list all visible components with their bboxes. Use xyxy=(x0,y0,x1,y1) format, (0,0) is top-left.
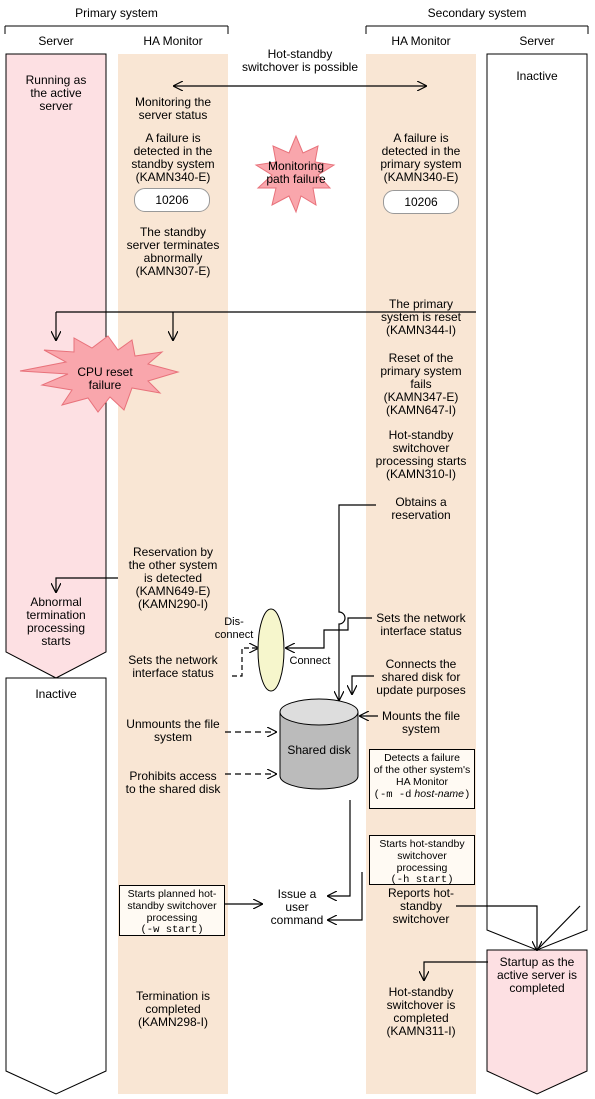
connect-label: Connect xyxy=(289,655,331,667)
secondary-ha-column xyxy=(366,54,476,1094)
disconnect-label: Dis-connect xyxy=(214,616,254,641)
secondary-server-active-bar xyxy=(486,949,588,1095)
cpu-reset-failure-burst xyxy=(19,335,180,413)
startup-completed-arrow xyxy=(424,961,488,980)
primary-ha-header: HA Monitor xyxy=(143,34,203,48)
connect-arrow xyxy=(286,617,372,648)
primary-system-header: Primary system xyxy=(75,6,158,20)
reservation-line xyxy=(339,504,376,700)
primary-message-code-badge: 10206 xyxy=(134,188,210,212)
detect-command-arrow xyxy=(328,800,351,896)
reservation-detected-arrow xyxy=(56,577,118,592)
report-switchover-diagonal xyxy=(538,905,581,949)
shared-disk-cylinder xyxy=(279,698,359,790)
reset-request-arrows xyxy=(56,311,476,340)
secondary-system-bracket xyxy=(365,25,589,34)
secondary-ha-header: HA Monitor xyxy=(391,34,451,48)
connect-disk-arrow xyxy=(352,675,374,694)
secondary-message-code-badge: 10206 xyxy=(383,190,459,214)
report-switchover-arrow xyxy=(456,905,537,950)
disconnect-arrow xyxy=(232,648,258,677)
primary-system-bracket xyxy=(4,25,229,34)
start-command-arrow xyxy=(328,872,363,920)
primary-server-inactive-bar xyxy=(5,677,107,1095)
network-connector-ellipse xyxy=(257,608,285,692)
primary-server-header: Server xyxy=(38,34,74,48)
secondary-system-header: Secondary system xyxy=(427,6,527,20)
shared-disk-label: Shared disk xyxy=(287,743,351,757)
secondary-server-header: Server xyxy=(519,34,555,48)
primary-inactive-text: Inactive xyxy=(35,687,77,701)
secondary-inactive-text: Inactive xyxy=(516,69,558,83)
monitoring-path-failure-burst xyxy=(254,134,336,214)
secondary-server-inactive-bar xyxy=(486,53,588,951)
